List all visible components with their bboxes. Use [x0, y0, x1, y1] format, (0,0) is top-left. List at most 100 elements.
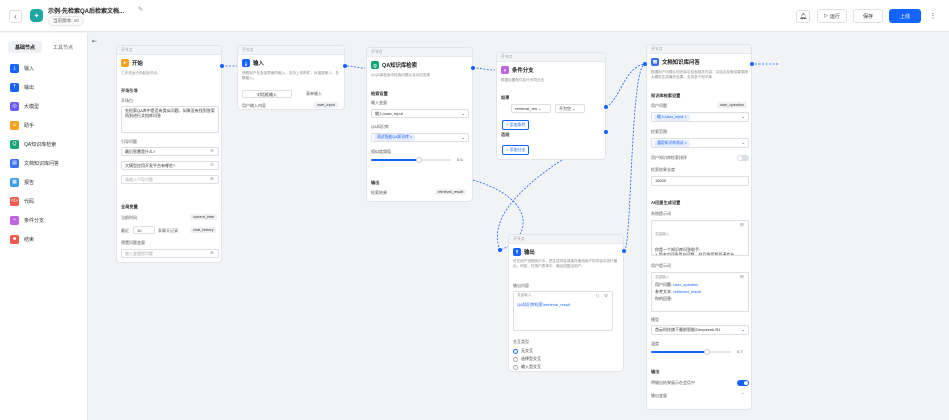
- sidebar-item[interactable]: ▦报告: [10, 176, 34, 188]
- node-header: 开节点: [367, 48, 472, 57]
- query-select[interactable]: 输入/user_input ⌄: [371, 109, 469, 118]
- node-start[interactable]: 开节点 ▸ 开始 工作流运行的起始节点。 开场引导 开场白 先检索QA库中是否有…: [116, 45, 222, 263]
- radio-label: 选择型交互: [521, 356, 541, 361]
- sidebar-item[interactable]: ▤文档知识库问答: [10, 157, 59, 169]
- up-var-1: user_question: [673, 282, 699, 287]
- port-input-out[interactable]: [343, 64, 347, 68]
- publish-button[interactable]: 上线: [889, 9, 921, 23]
- port-doc-out[interactable]: [750, 62, 754, 66]
- expand-icon[interactable]: ⊞: [740, 222, 744, 227]
- tab-basic-nodes[interactable]: 基础节点: [8, 41, 42, 53]
- node-condition-branch[interactable]: 开节点 ⑂ 条件分支 根据设置条件执行不同分支 如果 retrieval_res…: [496, 52, 606, 160]
- node-output[interactable]: 开节点 ⤒ 输出 可在用户流程执行中，把生成内容或者在使用用户的内容中进行输出，…: [508, 234, 624, 372]
- back-button[interactable]: ‹: [9, 10, 22, 23]
- port-doc-in[interactable]: [643, 62, 647, 66]
- node-doc-qa[interactable]: 开节点 ▤ 文档知识库问答 根据用户问题从知识库中检索相关内容，并结合检索结果调…: [646, 44, 752, 410]
- collapse-panel-icon[interactable]: ⇤: [92, 39, 98, 45]
- port-start-out[interactable]: [220, 64, 224, 68]
- radio-input-interact[interactable]: 输入型交互: [513, 364, 541, 370]
- sidebar-item[interactable]: ■结束: [10, 233, 34, 245]
- kb-select[interactable]: ⌄: [651, 138, 749, 148]
- question-select[interactable]: ⌄: [651, 112, 749, 122]
- expand-icon[interactable]: ⊞: [740, 274, 744, 279]
- question-tag[interactable]: 输入/user_input ×: [654, 114, 690, 121]
- remove-icon[interactable]: ⊖: [210, 162, 214, 167]
- node-title: 条件分支: [512, 68, 534, 74]
- branch-icon: ⑂: [501, 66, 509, 74]
- edge-branch-doc: [605, 63, 646, 108]
- sidebar-item[interactable]: ◎大模型: [10, 100, 39, 112]
- add-icon[interactable]: ⊕: [210, 250, 214, 255]
- guide-textarea[interactable]: 先检索QA库中是否有类似问题，如果没有找到答案再到进行文档库问答: [121, 106, 219, 133]
- remove-icon[interactable]: ⊖: [210, 148, 214, 153]
- port-qa-out[interactable]: [471, 66, 475, 70]
- run-button[interactable]: ▷运行: [817, 9, 847, 23]
- threshold-value: 0.6: [457, 157, 463, 162]
- radio-dot: [513, 348, 518, 354]
- temperature-slider[interactable]: [651, 349, 731, 355]
- edit-icon[interactable]: ✎: [138, 7, 144, 13]
- more-icon[interactable]: ⋮: [929, 13, 937, 20]
- sidebar-item[interactable]: ⤒输出: [10, 81, 34, 93]
- sidebar-item[interactable]: ⤓输入: [10, 62, 34, 74]
- slider-knob[interactable]: [704, 349, 710, 355]
- content-editor[interactable]: 变量输入 QA知识库检索/retrieval_result: [513, 291, 613, 331]
- sidebar-item[interactable]: </>代码: [10, 195, 34, 207]
- suggest-input-2[interactable]: 大模型应用开发平台有哪些?: [121, 161, 219, 170]
- node-qa-retrieval[interactable]: 开节点 Q QA知识库检索 从QA库检索中检索问题以及对应答案 检索设置 输入变…: [366, 47, 473, 202]
- recent-count-input[interactable]: 10: [133, 226, 155, 234]
- sidebar-item-label: 结束: [24, 236, 35, 243]
- input-var-field[interactable]: 输入变量提问题: [121, 249, 219, 258]
- sidebar-item[interactable]: ⑂条件分支: [10, 214, 44, 226]
- section-kb: 知识库检索设置: [651, 93, 681, 98]
- save-button[interactable]: 保存: [853, 9, 883, 23]
- edge-qa-branch: [472, 67, 496, 71]
- condition-op-select[interactable]: 不为空 ⌄: [555, 104, 585, 113]
- node-type-icon: </>: [10, 196, 19, 206]
- port-output-out[interactable]: [622, 249, 626, 253]
- kb-tag-label: 通用知识库测试: [657, 141, 684, 145]
- slider-knob[interactable]: [416, 157, 422, 163]
- tab-dialog-input[interactable]: 对话框输入: [242, 90, 292, 98]
- model-select[interactable]: 首云科技旗下最前智能/Deepseek-R1⌄: [651, 325, 749, 335]
- radio-no-interact[interactable]: 无交互: [513, 348, 533, 354]
- threshold-slider[interactable]: [371, 157, 451, 163]
- kb-tag[interactable]: 通用知识库测试 ×: [654, 140, 690, 147]
- settings-icon[interactable]: ⚙︎: [604, 293, 609, 298]
- var-input-label: 变量输入: [517, 293, 532, 297]
- max-len-input[interactable]: 15000: [651, 176, 749, 186]
- user-prompt-editor[interactable]: 变量输入 用户问题: user_question 参考文本: retrieved…: [651, 272, 749, 312]
- condition-var-select[interactable]: retrieval_res ⌄: [511, 104, 551, 113]
- input-var-label: 预置问题变量: [121, 240, 145, 245]
- radio-select-interact[interactable]: 选择型交互: [513, 356, 541, 362]
- port-output-in[interactable]: [498, 248, 502, 252]
- kb-select[interactable]: ⌄: [371, 133, 469, 142]
- app-title: 示例-先检索QA后检索文档...: [48, 9, 124, 15]
- port-branch-if[interactable]: [604, 105, 608, 109]
- suggest-input-new[interactable]: 请输入引导问题: [121, 175, 219, 184]
- current-time-var: current_time: [190, 214, 218, 220]
- up-line-1: 用户问题:: [655, 282, 673, 287]
- sys-prompt-label: 系统提示词: [651, 211, 671, 216]
- code-icon[interactable]: ⟨⟩: [596, 293, 600, 298]
- sys-prompt-editor[interactable]: 变量输入 你是一个知识库问答助手: 1.用中文回答用户问题，并且答案要严谨专业。…: [651, 220, 749, 256]
- var-input-label: 变量输入: [655, 275, 670, 279]
- kb-tag[interactable]: 测试智能QA知识库 ×: [374, 134, 416, 141]
- add-branch-button[interactable]: + 添加分支: [502, 145, 530, 155]
- chevron-up-icon[interactable]: ⌃: [741, 392, 745, 397]
- bell-icon[interactable]: 🔔︎: [796, 10, 810, 23]
- port-branch-else[interactable]: [604, 130, 608, 134]
- stream-toggle[interactable]: [737, 380, 749, 386]
- tab-form-input[interactable]: 表单输入: [306, 91, 322, 96]
- tab-tool-nodes[interactable]: 工具节点: [52, 44, 73, 51]
- radio-label: 输入型交互: [521, 364, 541, 369]
- sidebar-item[interactable]: ☺助手: [10, 119, 34, 131]
- node-desc: 根据用户问题从知识库中检索相关内容，并结合检索结果调用大模型生成最终结果，支持多…: [651, 70, 749, 79]
- node-input[interactable]: 开节点 ⤓ 输入 获取用户在会话界面的输入，支持上传附件，对接报案人、多模输入。…: [237, 45, 345, 110]
- add-condition-button[interactable]: + 添加条件: [502, 120, 530, 130]
- rerank-toggle[interactable]: [737, 155, 749, 161]
- suggest-input-1[interactable]: 最后智慧是什么?: [121, 147, 219, 156]
- node-header: 开节点: [647, 45, 751, 54]
- add-icon[interactable]: ⊕: [210, 176, 214, 181]
